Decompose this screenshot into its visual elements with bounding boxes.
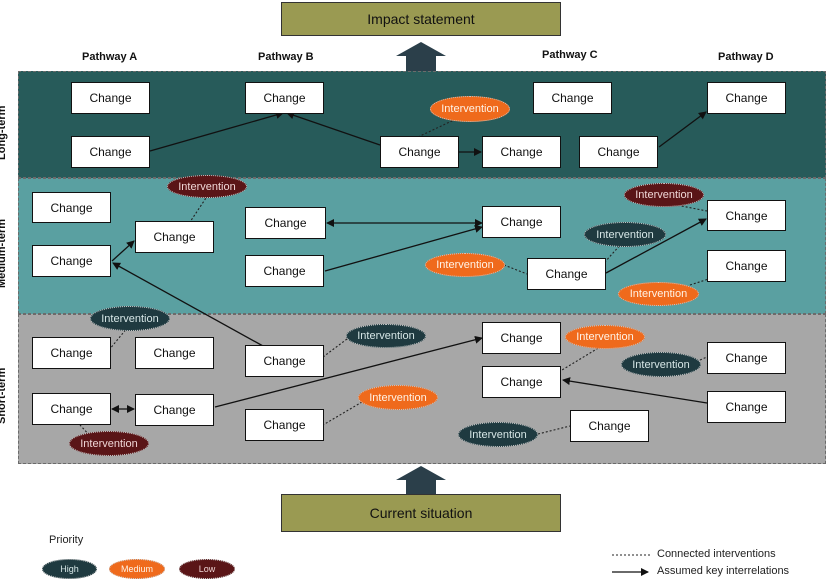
change-box-med-a1: Change [32, 192, 111, 223]
intervention-short-a-high: Intervention [90, 306, 170, 331]
intervention-med-a-low: Intervention [167, 175, 247, 198]
intervention-med-c-medium: Intervention [425, 253, 505, 277]
intervention-med-d-low: Intervention [624, 183, 704, 207]
change-box-med-d2: Change [707, 250, 786, 282]
link-med-b2-to-c [324, 225, 483, 272]
change-box-short-a2: Change [135, 337, 214, 369]
legend-assumed-label: Assumed key interrelations [657, 565, 790, 577]
change-box-med-b1: Change [245, 207, 326, 239]
link-short-a2-to-c [214, 335, 483, 408]
link-short-b-to-med-a [112, 262, 264, 347]
intervention-short-b-high: Intervention [346, 324, 426, 348]
change-box-long-b1: Change [245, 82, 324, 114]
change-box-med-c1: Change [482, 206, 561, 238]
change-box-short-b2: Change [245, 409, 324, 441]
change-box-short-b1: Change [245, 345, 324, 377]
legend-low-swatch: Low [179, 559, 235, 579]
intervention-short-a-low: Intervention [69, 431, 149, 456]
change-box-long-c3: Change [533, 82, 612, 114]
dot-short-int-d-high [699, 356, 708, 361]
legend-connected-label: Connected interventions [657, 548, 776, 560]
dot-short-int-c-high [537, 425, 571, 435]
link-long-d-to-d [658, 111, 707, 148]
change-box-short-c1: Change [482, 322, 561, 354]
pathway-d-header: Pathway D [718, 51, 774, 63]
dot-med-int-d-low [665, 202, 708, 212]
intervention-short-b-medium: Intervention [358, 385, 438, 410]
change-box-short-a4: Change [135, 394, 214, 426]
link-med-a-to-a2 [111, 240, 135, 262]
change-box-short-a1: Change [32, 337, 111, 369]
pathway-a-header: Pathway A [82, 51, 138, 63]
current-up-arrow [396, 466, 446, 494]
change-box-long-d1: Change [579, 136, 658, 168]
legend-high-swatch: High [42, 559, 97, 579]
change-box-long-c2: Change [482, 136, 561, 168]
dot-med-int-c-med [503, 264, 528, 275]
dot-short-int-b-high [322, 338, 348, 358]
change-box-short-c3: Change [570, 410, 649, 442]
intervention-med-d-medium: Intervention [618, 282, 699, 306]
change-box-short-a3: Change [32, 393, 111, 425]
dot-med-int-a [189, 194, 209, 223]
change-box-long-c1: Change [380, 136, 459, 168]
change-box-short-d1: Change [707, 342, 786, 374]
pathway-c-header: Pathway C [542, 49, 598, 61]
intervention-long-medium: Intervention [430, 96, 510, 122]
change-box-long-a1: Change [71, 82, 150, 114]
pathway-b-header: Pathway B [258, 51, 314, 63]
legend-medium-swatch: Medium [109, 559, 165, 579]
change-box-med-a3: Change [135, 221, 214, 253]
dot-long-int [417, 118, 457, 138]
link-med-c-to-d [605, 218, 707, 274]
change-box-med-d1: Change [707, 200, 786, 231]
link-long-c-to-b [286, 111, 381, 146]
link-short-d-to-c [562, 377, 708, 404]
intervention-short-d-high: Intervention [621, 352, 701, 377]
intervention-short-c-high: Intervention [458, 422, 538, 447]
intervention-med-c-high: Intervention [584, 222, 666, 247]
impact-statement-box: Impact statement [281, 2, 561, 36]
change-box-med-b2: Change [245, 255, 324, 287]
dot-short-int-a-low [79, 424, 93, 439]
change-box-long-a2: Change [71, 136, 150, 168]
change-box-long-d2: Change [707, 82, 786, 114]
change-box-short-c2: Change [482, 366, 561, 398]
impact-up-arrow [396, 42, 446, 71]
change-box-short-d2: Change [707, 391, 786, 423]
legend-priority-title: Priority [49, 534, 84, 546]
link-long-a-to-b [149, 111, 284, 152]
intervention-short-c-medium: Intervention [565, 325, 645, 349]
change-box-med-c2: Change [527, 258, 606, 290]
current-situation-box: Current situation [281, 494, 561, 532]
change-box-med-a2: Change [32, 245, 111, 277]
dot-short-int-b-med [322, 401, 363, 426]
